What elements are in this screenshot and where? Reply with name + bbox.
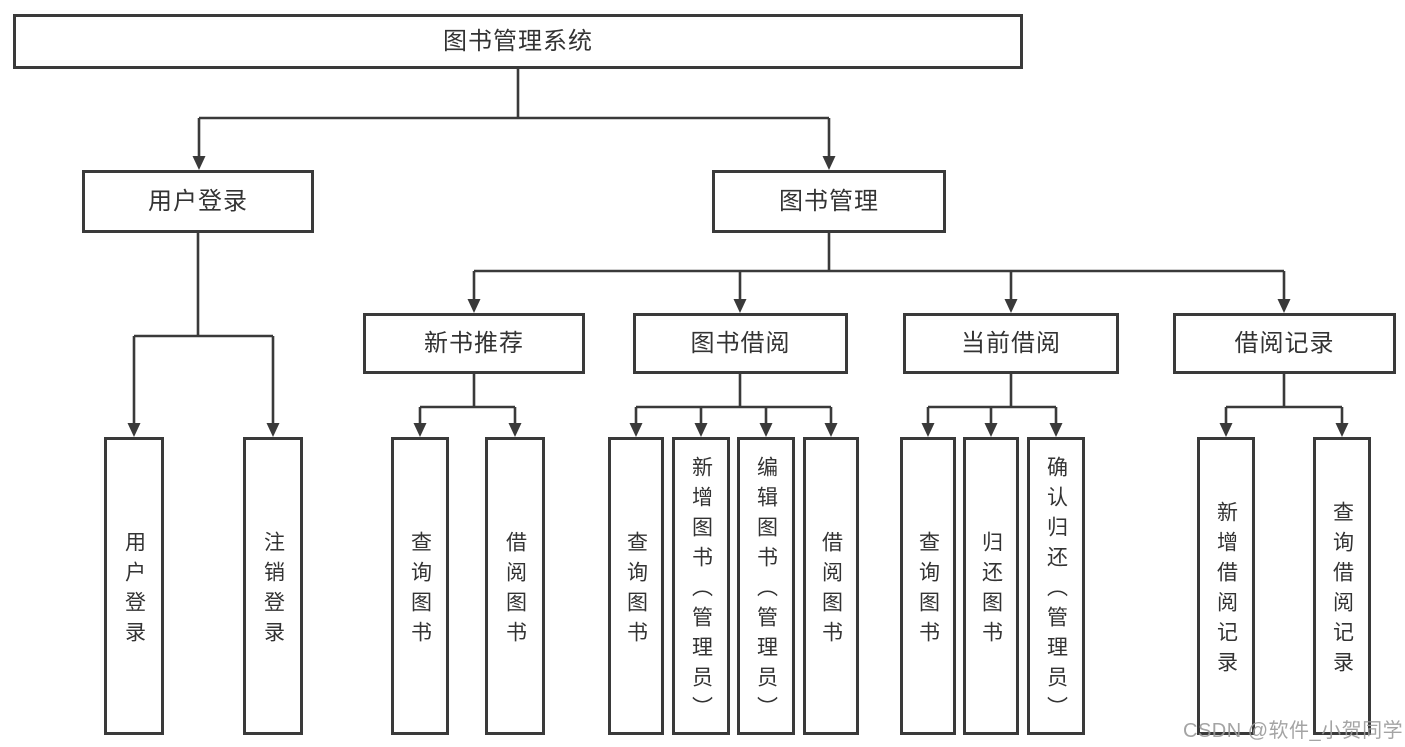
node-user-login: 用户登录 <box>82 170 314 233</box>
node-borrow-query-book: 查询图书 <box>608 437 664 735</box>
connector-bookmgmt-group <box>472 233 1286 300</box>
node-records-add-record: 新增借阅记录 <box>1197 437 1255 735</box>
node-user-login-action: 用户登录 <box>104 437 164 735</box>
connector-current-group <box>926 374 1058 424</box>
csdn-watermark: CSDN @软件_小贺同学 <box>1183 720 1404 742</box>
node-current-borrow: 当前借阅 <box>903 313 1119 374</box>
node-records-query-record: 查询借阅记录 <box>1313 437 1371 735</box>
node-book-management: 图书管理 <box>712 170 946 233</box>
connector-root-to-level2 <box>197 69 831 158</box>
connector-records-group <box>1224 374 1344 424</box>
connector-borrow-group <box>634 374 833 424</box>
node-new-book-recommend: 新书推荐 <box>363 313 585 374</box>
node-book-borrow: 图书借阅 <box>633 313 848 374</box>
node-current-return-book: 归还图书 <box>963 437 1019 735</box>
node-current-query-book: 查询图书 <box>900 437 956 735</box>
node-recommend-query-book: 查询图书 <box>391 437 449 735</box>
node-current-confirm-return-admin: 确认归还（管理员） <box>1027 437 1085 735</box>
node-borrow-edit-book-admin: 编辑图书（管理员） <box>737 437 795 735</box>
node-borrow-add-book-admin: 新增图书（管理员） <box>672 437 730 735</box>
node-borrow-borrow-book: 借阅图书 <box>803 437 859 735</box>
connector-newbook-group <box>418 374 517 424</box>
node-recommend-borrow-book: 借阅图书 <box>485 437 545 735</box>
node-logout-action: 注销登录 <box>243 437 303 735</box>
connector-userlogin-group <box>132 233 275 424</box>
node-library-system: 图书管理系统 <box>13 14 1023 69</box>
node-borrow-records: 借阅记录 <box>1173 313 1396 374</box>
arrowheads <box>127 156 1349 437</box>
